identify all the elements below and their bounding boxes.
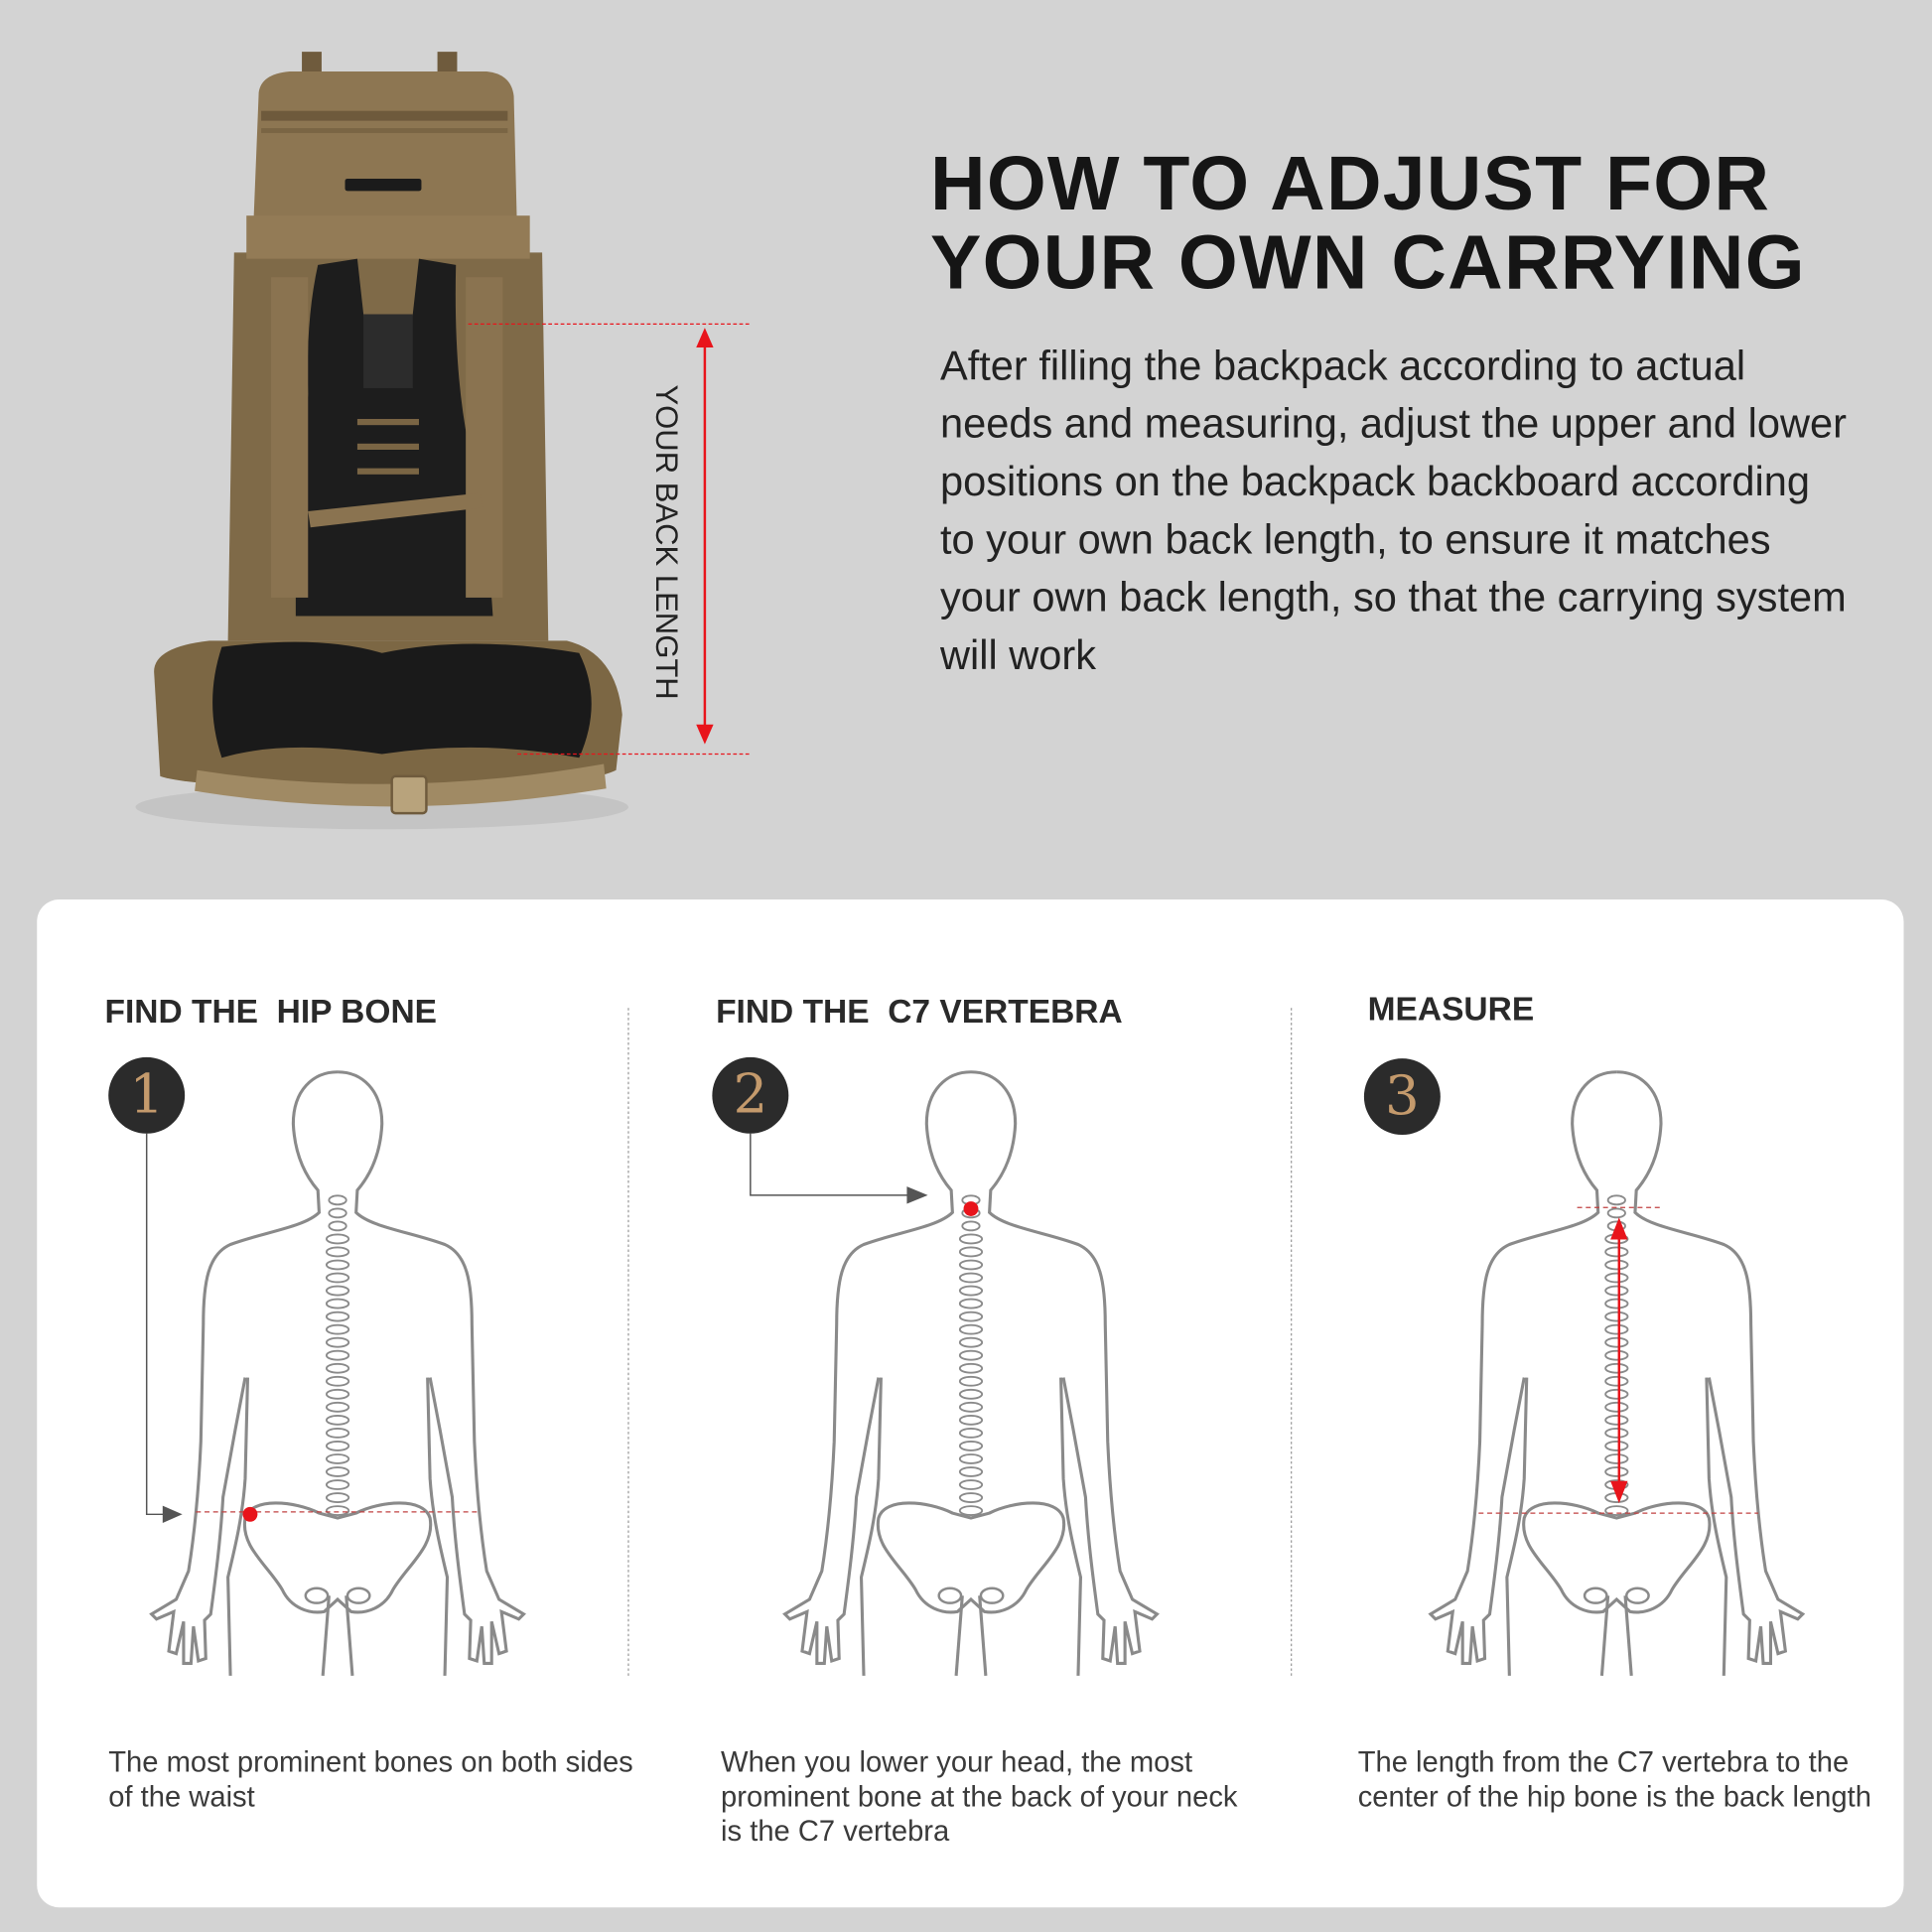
vertebra <box>958 1362 984 1374</box>
vertebra <box>1604 1272 1629 1284</box>
vertebra <box>961 1220 981 1232</box>
figure-measure <box>1431 1072 1803 1676</box>
step-number: 2 <box>733 1063 768 1127</box>
vertebra <box>1604 1349 1629 1361</box>
vertebra <box>1604 1428 1629 1439</box>
vertebra <box>325 1466 350 1477</box>
title-line-2: YOUR OWN CARRYING <box>930 220 1806 306</box>
vertebra <box>1604 1246 1629 1258</box>
vertebra <box>1604 1441 1629 1451</box>
vertebra <box>325 1246 350 1258</box>
vertebra <box>1604 1298 1629 1310</box>
backpack-image <box>135 52 753 830</box>
step-2-badge: 2 <box>712 1056 789 1134</box>
vertebra <box>325 1492 350 1503</box>
vertebra <box>958 1388 984 1400</box>
vertebra <box>1604 1336 1629 1348</box>
vertebra <box>958 1441 984 1451</box>
vertebra <box>1606 1207 1626 1219</box>
vertebra <box>328 1207 347 1219</box>
step-3-caption: The length from the C7 vertebra to the c… <box>1357 1745 1871 1813</box>
vertebra <box>958 1349 984 1361</box>
step-3-badge: 3 <box>1363 1058 1441 1136</box>
vertebra <box>958 1466 984 1477</box>
vertebra <box>325 1336 350 1348</box>
vertebra <box>1604 1259 1629 1271</box>
pointer-line-1 <box>145 1133 173 1516</box>
step-number: 3 <box>1384 1064 1420 1128</box>
step-1-caption: The most prominent bones on both sides o… <box>108 1745 633 1813</box>
vertebra <box>1604 1388 1629 1400</box>
vertebra <box>325 1375 350 1387</box>
vertebra <box>958 1453 984 1464</box>
step-2-title: FIND THE C7 VERTEBRA <box>716 993 1123 1031</box>
vertebra <box>1604 1466 1629 1477</box>
vertebra <box>325 1401 350 1413</box>
vertebra <box>958 1233 984 1245</box>
figure-c7 <box>785 1072 1158 1676</box>
arrow-up-icon <box>1610 1217 1628 1240</box>
vertebra <box>1604 1505 1629 1516</box>
page-title: HOW TO ADJUST FOR YOUR OWN CARRYING <box>930 145 1806 303</box>
step-1-title: FIND THE HIP BONE <box>104 993 438 1031</box>
vertebra <box>958 1492 984 1503</box>
vertebra <box>958 1285 984 1297</box>
hip-bone-marker <box>242 1506 258 1522</box>
vertebra <box>1604 1362 1629 1374</box>
vertebra <box>328 1220 347 1232</box>
vertebra <box>325 1298 350 1310</box>
vertebra <box>958 1246 984 1258</box>
arrow-down-icon <box>1610 1480 1628 1504</box>
vertebra <box>958 1428 984 1439</box>
vertebra <box>325 1505 350 1516</box>
pointer-line-2 <box>750 1133 917 1196</box>
vertebra <box>325 1349 350 1361</box>
vertebra <box>958 1323 984 1335</box>
vertebra <box>325 1285 350 1297</box>
vertebra <box>958 1375 984 1387</box>
vertebra <box>1604 1375 1629 1387</box>
vertebra <box>958 1479 984 1490</box>
vertebra <box>328 1194 347 1206</box>
vertebra <box>325 1311 350 1322</box>
vertebra <box>325 1414 350 1426</box>
vertebra <box>325 1428 350 1439</box>
arrow-right-icon <box>162 1505 183 1523</box>
vertebra <box>325 1323 350 1335</box>
vertebra <box>958 1298 984 1310</box>
vertebra <box>1604 1323 1629 1335</box>
vertebra <box>1604 1414 1629 1426</box>
vertebra <box>958 1311 984 1322</box>
description: After filling the backpack according to … <box>939 344 1847 679</box>
vertebra <box>1604 1401 1629 1413</box>
arrow-right-icon <box>906 1186 928 1204</box>
title-line-1: HOW TO ADJUST FOR <box>930 141 1771 227</box>
vertebra <box>958 1272 984 1284</box>
figure-hip-bone <box>152 1072 524 1676</box>
vertebra <box>1604 1453 1629 1464</box>
vertebra <box>325 1479 350 1490</box>
vertebra <box>958 1414 984 1426</box>
vertebra <box>1604 1311 1629 1322</box>
vertebra <box>958 1259 984 1271</box>
vertebra <box>325 1362 350 1374</box>
vertebra <box>325 1388 350 1400</box>
vertebra <box>325 1259 350 1271</box>
vertebra <box>958 1505 984 1516</box>
vertebra <box>1606 1194 1626 1206</box>
c7-marker <box>963 1201 979 1216</box>
step-1-badge: 1 <box>108 1056 186 1134</box>
vertebra <box>1604 1285 1629 1297</box>
vertebra <box>958 1401 984 1413</box>
step-number: 1 <box>129 1063 165 1127</box>
vertebra <box>325 1441 350 1451</box>
vertebra <box>325 1453 350 1464</box>
vertebra <box>958 1336 984 1348</box>
step-2-caption: When you lower your head, the most promi… <box>721 1745 1238 1848</box>
vertebra <box>325 1233 350 1245</box>
vertebra <box>325 1272 350 1284</box>
step-3-title: MEASURE <box>1367 990 1535 1029</box>
